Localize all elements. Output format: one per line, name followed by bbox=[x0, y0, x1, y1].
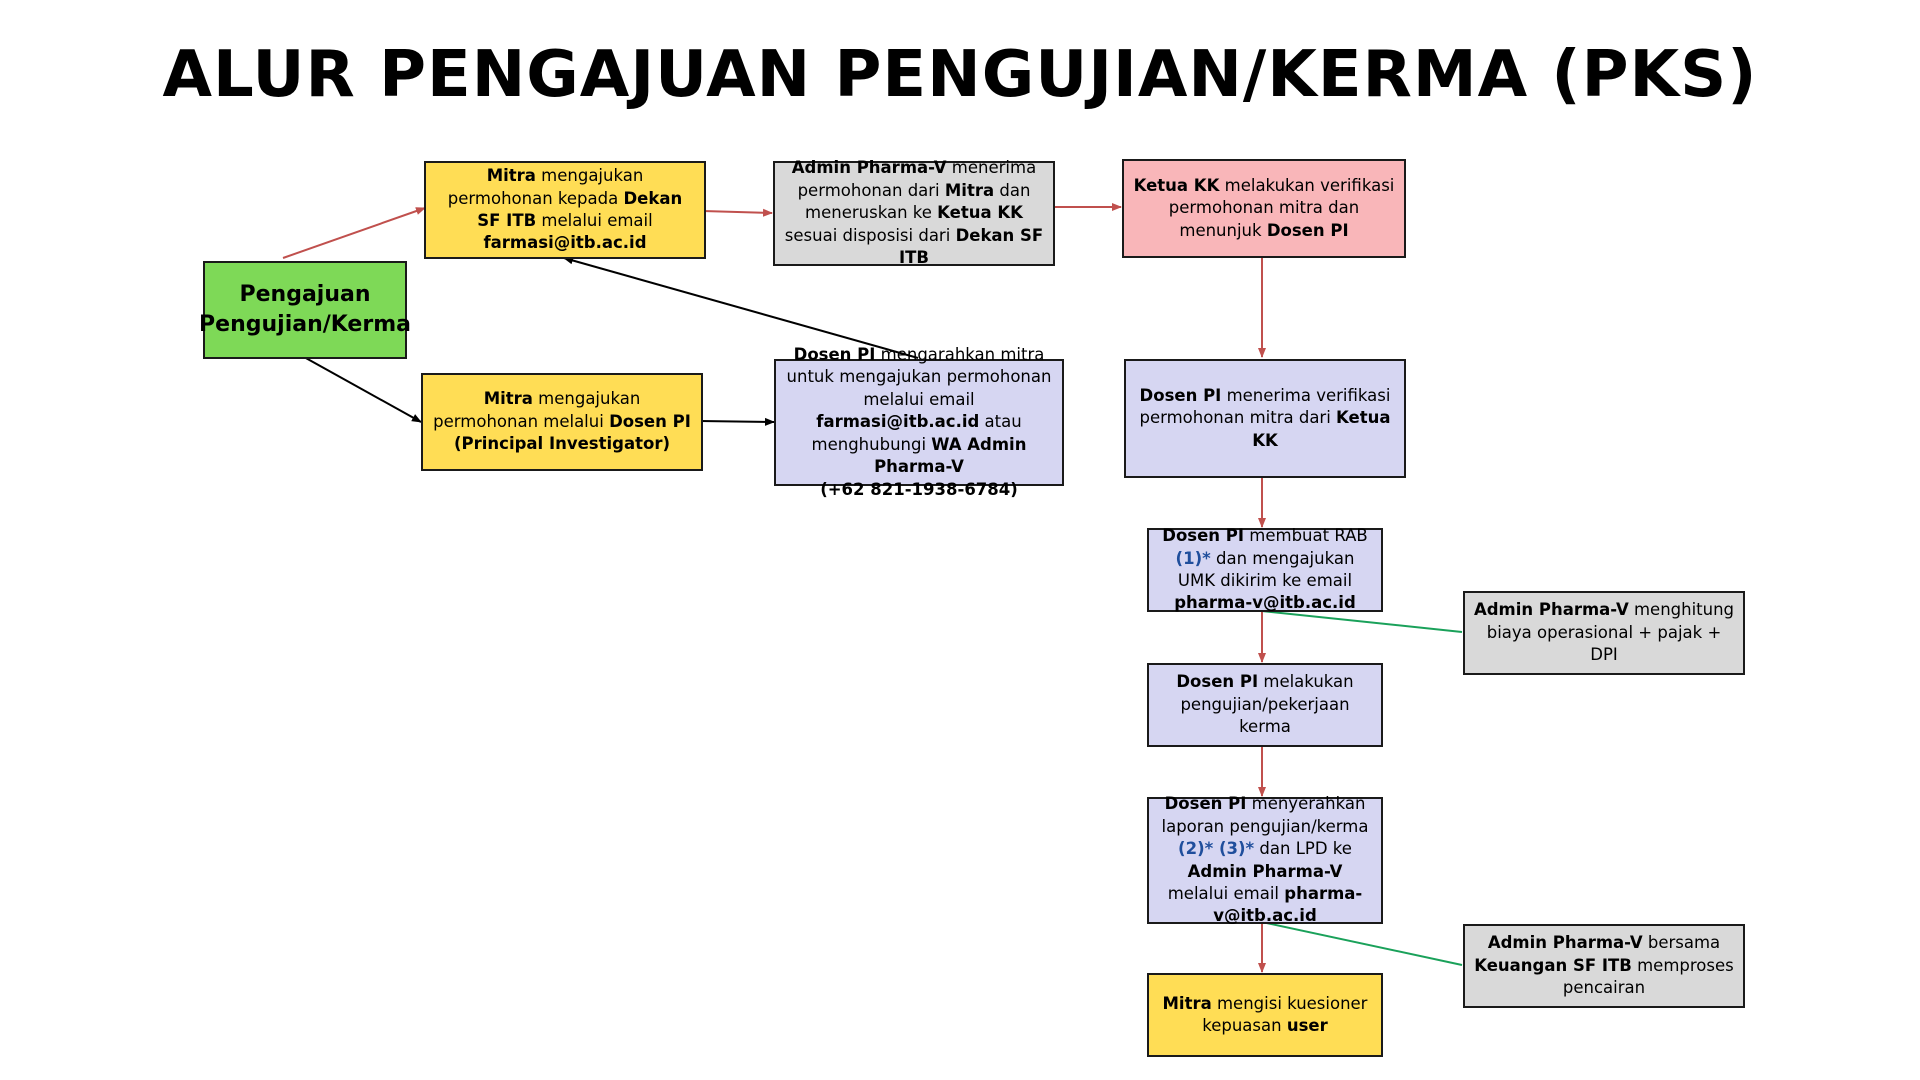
arrow-start-to-mitra-email bbox=[282, 207, 426, 259]
node-dosen-direct: Dosen PI mengarahkan mitra untuk mengaju… bbox=[774, 345, 1064, 499]
node-admin-cost: Admin Pharma-V menghitung biaya operasio… bbox=[1463, 591, 1745, 675]
page-title: ALUR PENGAJUAN PENGUJIAN/KERMA (PKS) bbox=[162, 38, 1758, 112]
footnote-1: (1)* bbox=[1175, 548, 1211, 568]
node-mitra-email: Mitra mengajukan permohonan kepada Dekan… bbox=[424, 161, 706, 259]
start-line-1: Pengajuan bbox=[239, 282, 371, 308]
arrow-dosen-pi-back-to-mitra-email bbox=[563, 256, 919, 359]
connector-report-admin-finance bbox=[1261, 921, 1463, 966]
node-survey: Mitra mengisi kuesioner kepuasan user bbox=[1147, 973, 1383, 1057]
connector-rab-admin-cost bbox=[1261, 610, 1463, 633]
node-ketua-kk: Ketua KK melakukan verifikasi permohonan… bbox=[1122, 159, 1406, 258]
node-rab: Dosen PI membuat RAB (1)* dan mengajukan… bbox=[1147, 526, 1383, 612]
node-work: Dosen PI melakukan pengujian/pekerjaan k… bbox=[1147, 663, 1383, 747]
node-admin-finance: Admin Pharma-V bersama Keuangan SF ITB m… bbox=[1463, 924, 1745, 1008]
arrow-start-to-mitra-dosen bbox=[303, 356, 422, 423]
arrow-mitra-email-to-admin bbox=[702, 208, 773, 217]
start-line-2: Pengujian/Kerma bbox=[199, 312, 411, 337]
footnote-2-3: (2)* (3)* bbox=[1178, 839, 1255, 859]
node-report: Dosen PI menyerahkan laporan pengujian/k… bbox=[1147, 794, 1383, 925]
start-node: Pengajuan Pengujian/Kerma bbox=[199, 261, 411, 359]
node-admin-receive: Admin Pharma-V menerima permohonan dari … bbox=[773, 158, 1055, 267]
arrow-mitra-dosen-to-dosen-pi bbox=[699, 417, 775, 426]
node-dosen-receive: Dosen PI menerima verifikasi permohonan … bbox=[1124, 359, 1406, 478]
node-mitra-dosen: Mitra mengajukan permohonan melalui Dose… bbox=[421, 373, 703, 471]
